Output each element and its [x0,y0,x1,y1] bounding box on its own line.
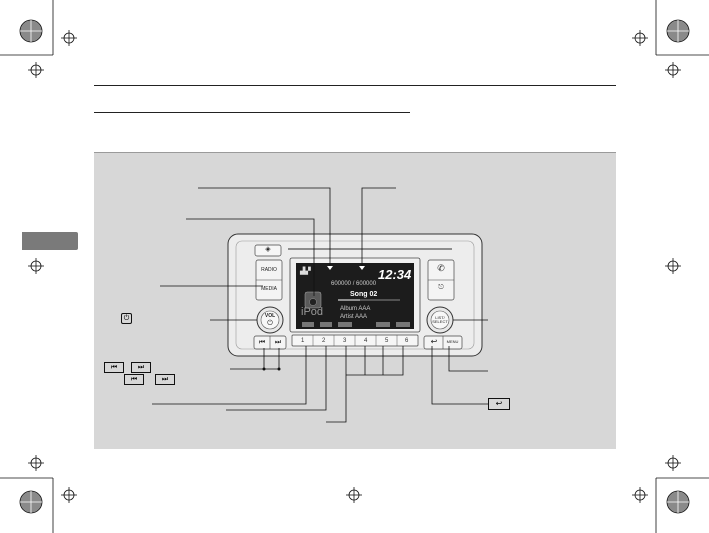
seek-back-icon[interactable]: ⏮ [258,339,266,346]
screen-artist: Artist AAA [340,314,368,320]
menu-button[interactable]: MENU [446,339,459,344]
preset-5[interactable]: 5 [385,338,389,344]
volume-knob[interactable]: VOL [264,313,276,319]
skip-back-legend-icon: ⏮ [104,362,124,373]
header-rule [94,85,616,86]
screen-song: Song 02 [350,291,378,298]
skip-forward-legend-icon-2: ⏭ [155,374,175,385]
hazard-icon[interactable]: ◈ [265,246,271,253]
screen-source-label: iPod [301,306,324,318]
screen-track-count: 600000 / 600000 [331,281,377,287]
preset-1[interactable]: 1 [301,338,305,344]
signal-icon: ▟▞ [300,268,311,275]
back-legend-icon: ↩ [488,398,510,410]
phone-icon[interactable]: ✆ [437,263,445,273]
skip-forward-legend-icon: ⏭ [131,362,151,373]
screen-album: Album AAA [340,306,371,312]
seek-forward-icon[interactable]: ⏭ [274,339,282,346]
power-legend-icon: ⏻ [121,313,132,324]
preset-2[interactable]: 2 [322,338,326,344]
screen-time: 12:34 [378,267,412,282]
preset-4[interactable]: 4 [364,338,368,344]
radio-button[interactable]: RADIO [261,267,277,273]
back-icon[interactable]: ↩ [430,337,438,346]
preset-3[interactable]: 3 [343,338,347,344]
hang-up-icon[interactable]: ⎋ [438,284,444,291]
subheader-rule [94,112,410,113]
list-select-knob[interactable]: LIST/ SELECT [432,315,448,324]
media-button[interactable]: MEDIA [261,286,277,292]
chapter-tab [22,232,78,250]
preset-6[interactable]: 6 [405,338,409,344]
power-icon: ⏻ [267,320,273,327]
skip-back-legend-icon-2: ⏮ [124,374,144,385]
